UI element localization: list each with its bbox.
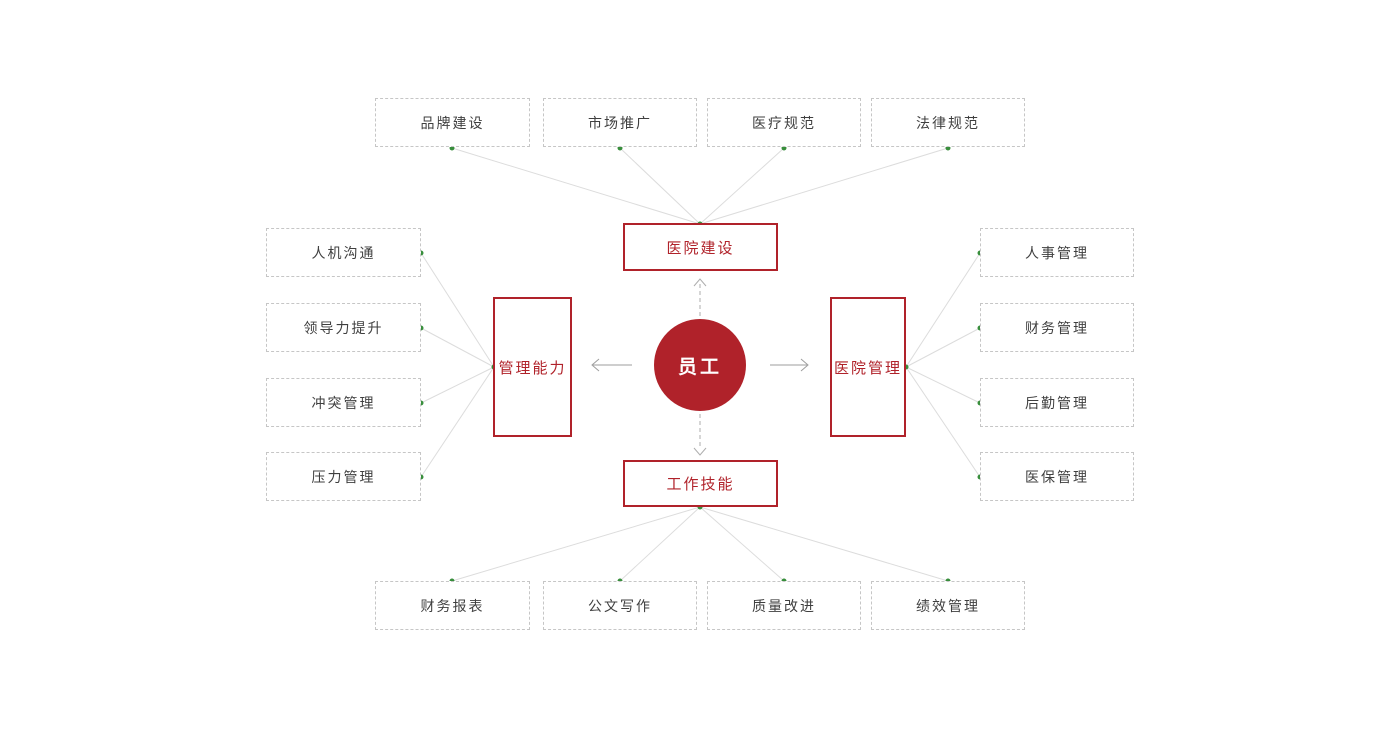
arrow-down-dashed (693, 414, 707, 456)
arrow-up-dashed (693, 278, 707, 316)
arrow-right-icon (770, 358, 809, 372)
employee-center-circle: 员工 (654, 319, 746, 411)
bottom-fan-lines (451, 506, 949, 582)
left-fan-lines (420, 252, 495, 478)
leaf-legal-standards: 法律规范 (871, 98, 1025, 147)
leaf-brand-building: 品牌建设 (375, 98, 530, 147)
leaf-official-document-writing: 公文写作 (543, 581, 697, 630)
hub-management-ability: 管理能力 (493, 297, 572, 437)
right-fan-lines (905, 252, 981, 478)
leaf-stress-management: 压力管理 (266, 452, 421, 501)
leaf-financial-reports: 财务报表 (375, 581, 530, 630)
leaf-market-promotion: 市场推广 (543, 98, 697, 147)
leaf-medical-insurance-management: 医保管理 (980, 452, 1134, 501)
leaf-human-machine-communication: 人机沟通 (266, 228, 421, 277)
leaf-hr-management: 人事管理 (980, 228, 1134, 277)
leaf-finance-management: 财务管理 (980, 303, 1134, 352)
top-fan-lines (451, 147, 949, 225)
leaf-performance-management: 绩效管理 (871, 581, 1025, 630)
leaf-conflict-management: 冲突管理 (266, 378, 421, 427)
leaf-quality-improvement: 质量改进 (707, 581, 861, 630)
leaf-logistics-management: 后勤管理 (980, 378, 1134, 427)
hub-work-skills: 工作技能 (623, 460, 778, 507)
leaf-leadership-improvement: 领导力提升 (266, 303, 421, 352)
hub-hospital-management: 医院管理 (830, 297, 906, 437)
hub-hospital-construction: 医院建设 (623, 223, 778, 271)
leaf-medical-standards: 医疗规范 (707, 98, 861, 147)
arrow-left-icon (591, 358, 632, 372)
